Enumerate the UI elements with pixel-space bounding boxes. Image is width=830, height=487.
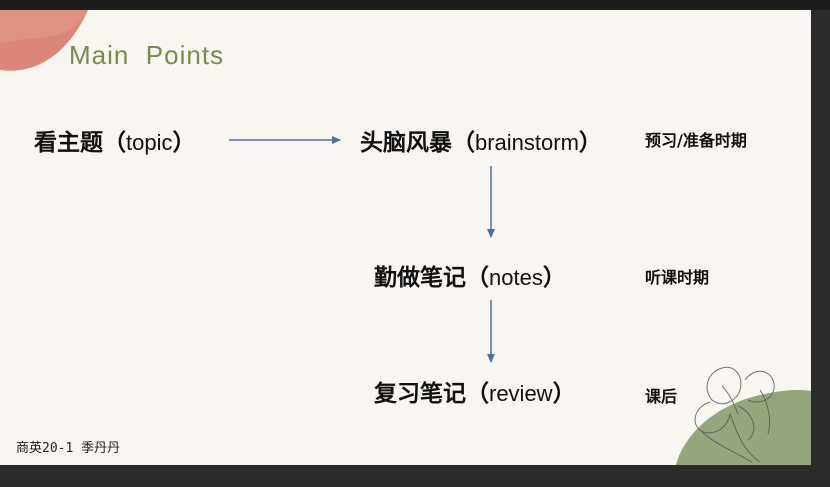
slide-canvas: Main Points 看主题（topic） 头脑风暴（brainstorm） … (0, 10, 811, 465)
node-brainstorm-zh: 头脑风暴 (360, 130, 452, 156)
flow-arrows (229, 136, 495, 363)
corner-decoration (0, 10, 88, 71)
node-brainstorm-en: brainstorm (475, 130, 579, 155)
node-notes-en: notes (489, 265, 543, 290)
window-bottom-edge (0, 465, 811, 487)
node-topic-en: topic (126, 130, 173, 155)
node-notes: 勤做笔记（notes） (374, 265, 566, 291)
node-review-zh: 复习笔记 (374, 381, 466, 407)
footer-author: 商英20-1 季丹丹 (16, 441, 121, 456)
node-review-en: review (489, 381, 553, 406)
window-top-bar (0, 0, 830, 10)
phase-class-label: 听课时期 (645, 268, 710, 287)
node-brainstorm: 头脑风暴（brainstorm） (360, 130, 602, 156)
window-right-edge (811, 10, 830, 487)
node-notes-zh: 勤做笔记 (374, 265, 466, 291)
node-review: 复习笔记（review） (374, 381, 576, 407)
node-topic-zh: 看主题 (34, 130, 103, 156)
phase-prep-label: 预习/准备时期 (645, 131, 747, 150)
node-topic: 看主题（topic） (34, 130, 196, 156)
slide-title: Main Points (69, 40, 225, 70)
flower-decoration (676, 366, 811, 465)
phase-after-label: 课后 (645, 387, 678, 406)
